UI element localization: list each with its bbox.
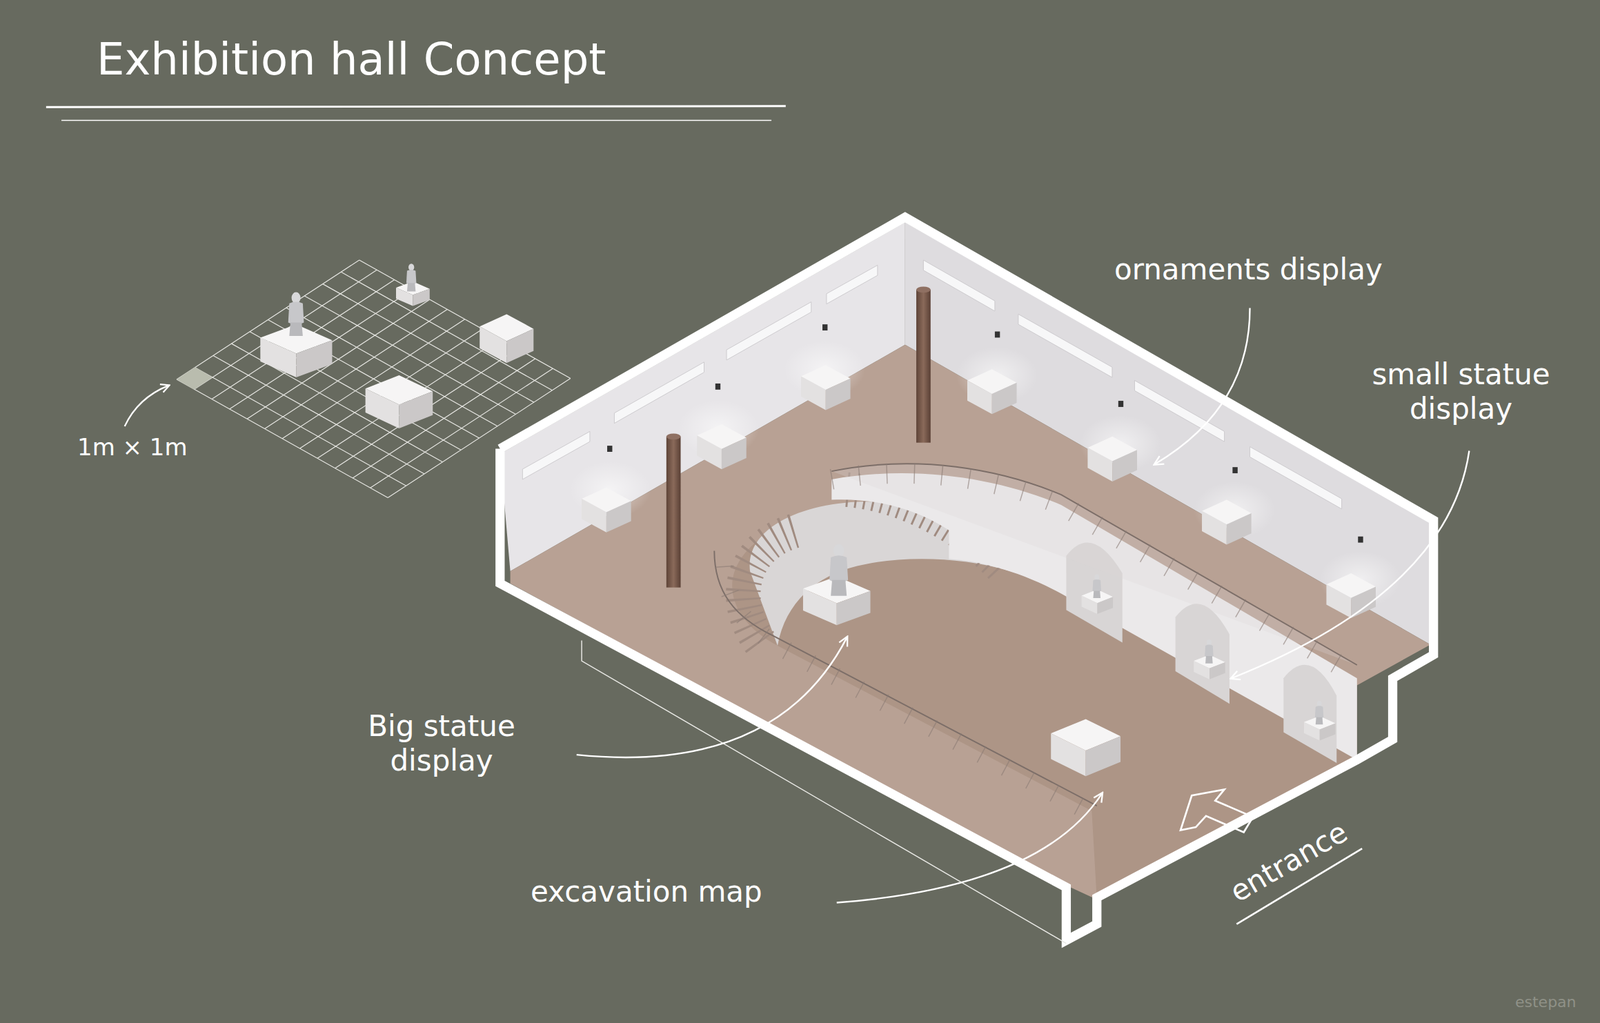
watermark: estepan [1515,993,1577,1012]
callout-label: small statue display [1341,357,1580,428]
grid-line [335,349,519,469]
callout-label: excavation map [530,874,763,910]
grid-line [194,269,378,390]
callout-label: ornaments display [1114,252,1383,288]
entrance-label: entrance [1223,814,1354,910]
scale-label: 1m × 1m [77,433,188,462]
grid-line [176,260,360,380]
grid-line [211,280,395,400]
callout-label: Big statue display [338,709,546,779]
grid-line [317,338,501,459]
title: Exhibition hall Concept [96,33,606,87]
